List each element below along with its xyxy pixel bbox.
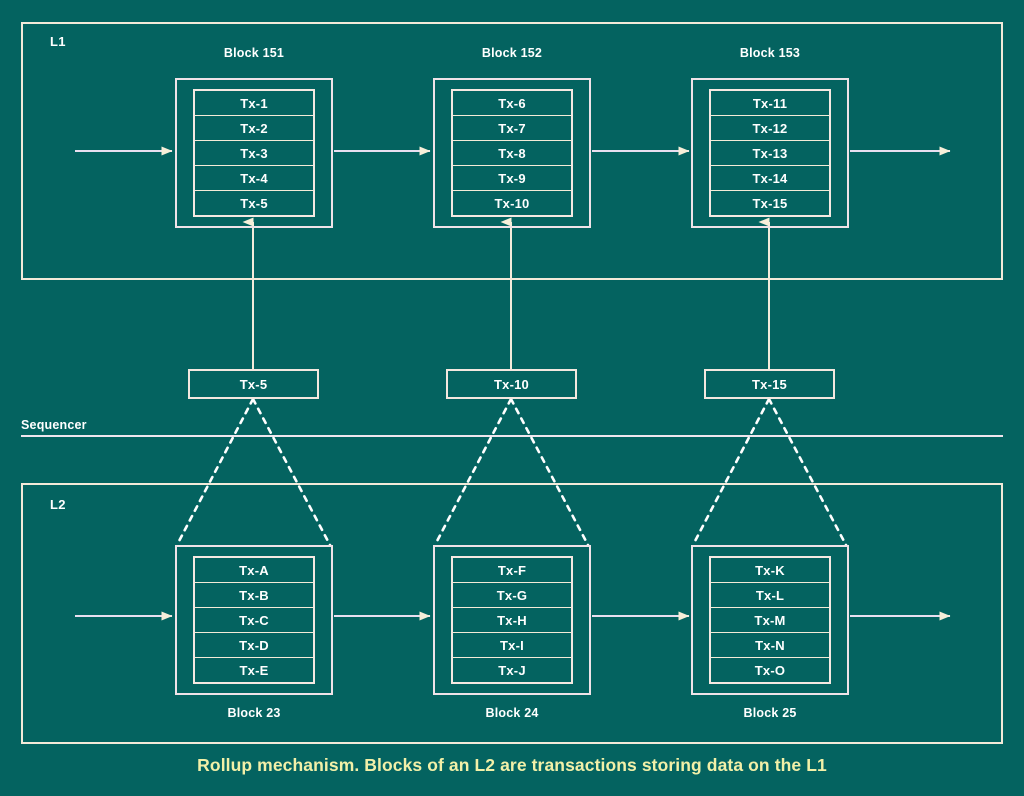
l1-block[interactable]: Tx-11 Tx-12 Tx-13 Tx-14 Tx-15 [691,78,849,228]
l1-container [21,22,1003,280]
tx-row[interactable]: Tx-K [711,558,829,583]
tx-row[interactable]: Tx-1 [195,91,313,116]
tx-row[interactable]: Tx-7 [453,116,571,141]
tx-row[interactable]: Tx-9 [453,166,571,191]
l2-block-label: Block 24 [485,706,539,720]
tx-row[interactable]: Tx-3 [195,141,313,166]
l2-block[interactable]: Tx-A Tx-B Tx-C Tx-D Tx-E [175,545,333,695]
l2-container [21,483,1003,744]
tx-row[interactable]: Tx-C [195,608,313,633]
tx-row[interactable]: Tx-J [498,662,526,678]
l1-block[interactable]: Tx-6 Tx-7 Tx-8 Tx-9 Tx-10 [433,78,591,228]
tx-row[interactable]: Tx-L [711,583,829,608]
tx-row[interactable]: Tx-B [195,583,313,608]
tx-row[interactable]: Tx-11 [711,91,829,116]
tx-row[interactable]: Tx-2 [195,116,313,141]
tx-row[interactable]: Tx-8 [453,141,571,166]
tx-row[interactable]: Tx-10 [494,195,530,211]
tx-row[interactable]: Tx-E [239,662,269,678]
l1-block[interactable]: Tx-1 Tx-2 Tx-3 Tx-4 Tx-5 [175,78,333,228]
tx-row[interactable]: Tx-D [195,633,313,658]
l1-block-label: Block 153 [739,46,801,60]
tx-row[interactable]: Tx-G [453,583,571,608]
tx-row[interactable]: Tx-13 [711,141,829,166]
tx-row[interactable]: Tx-F [453,558,571,583]
tx-row[interactable]: Tx-A [195,558,313,583]
l2-layer-label: L2 [50,497,66,512]
l1-layer-label: L1 [50,34,66,49]
tx-stack: Tx-A Tx-B Tx-C Tx-D Tx-E [193,556,315,684]
tx-stack: Tx-6 Tx-7 Tx-8 Tx-9 Tx-10 [451,89,573,217]
l1-block-label: Block 152 [481,46,543,60]
figure-caption: Rollup mechanism. Blocks of an L2 are tr… [197,755,827,775]
tx-row[interactable]: Tx-6 [453,91,571,116]
tx-row[interactable]: Tx-N [711,633,829,658]
tx-row[interactable]: Tx-O [754,662,786,678]
tx-row[interactable]: Tx-I [453,633,571,658]
tx-stack: Tx-K Tx-L Tx-M Tx-N Tx-O [709,556,831,684]
sequencer-label: Sequencer [21,418,87,432]
tx-row[interactable]: Tx-5 [240,195,268,211]
tx-stack: Tx-11 Tx-12 Tx-13 Tx-14 Tx-15 [709,89,831,217]
tx-row[interactable]: Tx-14 [711,166,829,191]
tx-stack: Tx-F Tx-G Tx-H Tx-I Tx-J [451,556,573,684]
l2-block-label: Block 25 [743,706,797,720]
sequencer-tx-box[interactable]: Tx-10 [446,369,577,399]
l2-block[interactable]: Tx-K Tx-L Tx-M Tx-N Tx-O [691,545,849,695]
tx-row[interactable]: Tx-15 [752,195,788,211]
sequencer-tx-box[interactable]: Tx-5 [188,369,319,399]
sequencer-tx-box[interactable]: Tx-15 [704,369,835,399]
tx-row[interactable]: Tx-M [711,608,829,633]
tx-row[interactable]: Tx-4 [195,166,313,191]
l1-block-label: Block 151 [223,46,285,60]
tx-row[interactable]: Tx-12 [711,116,829,141]
tx-stack: Tx-1 Tx-2 Tx-3 Tx-4 Tx-5 [193,89,315,217]
l2-block-label: Block 23 [227,706,281,720]
tx-row[interactable]: Tx-H [453,608,571,633]
l2-block[interactable]: Tx-F Tx-G Tx-H Tx-I Tx-J [433,545,591,695]
